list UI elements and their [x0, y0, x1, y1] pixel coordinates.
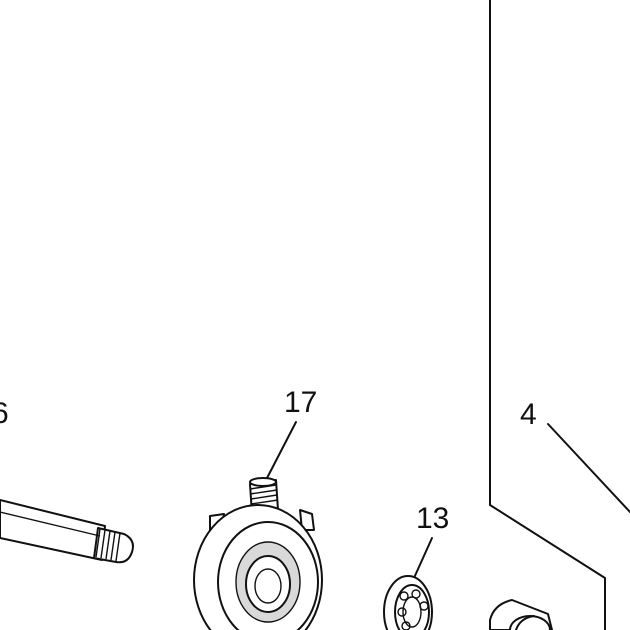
callout-13: 13: [416, 502, 449, 535]
callout-4: 4: [520, 398, 537, 431]
flange-housing-part: [193, 477, 323, 630]
sleeve-part: [489, 599, 553, 630]
leader-line-13: [413, 537, 433, 579]
callout-17: 17: [284, 386, 317, 419]
leader-lines: [265, 421, 630, 579]
leader-line-17: [265, 421, 297, 481]
bearing-part: [383, 575, 433, 630]
callout-6: 6: [0, 397, 9, 430]
housing-outline: [489, 0, 606, 630]
shaft-part: [0, 499, 134, 564]
leader-line-4: [547, 423, 630, 513]
